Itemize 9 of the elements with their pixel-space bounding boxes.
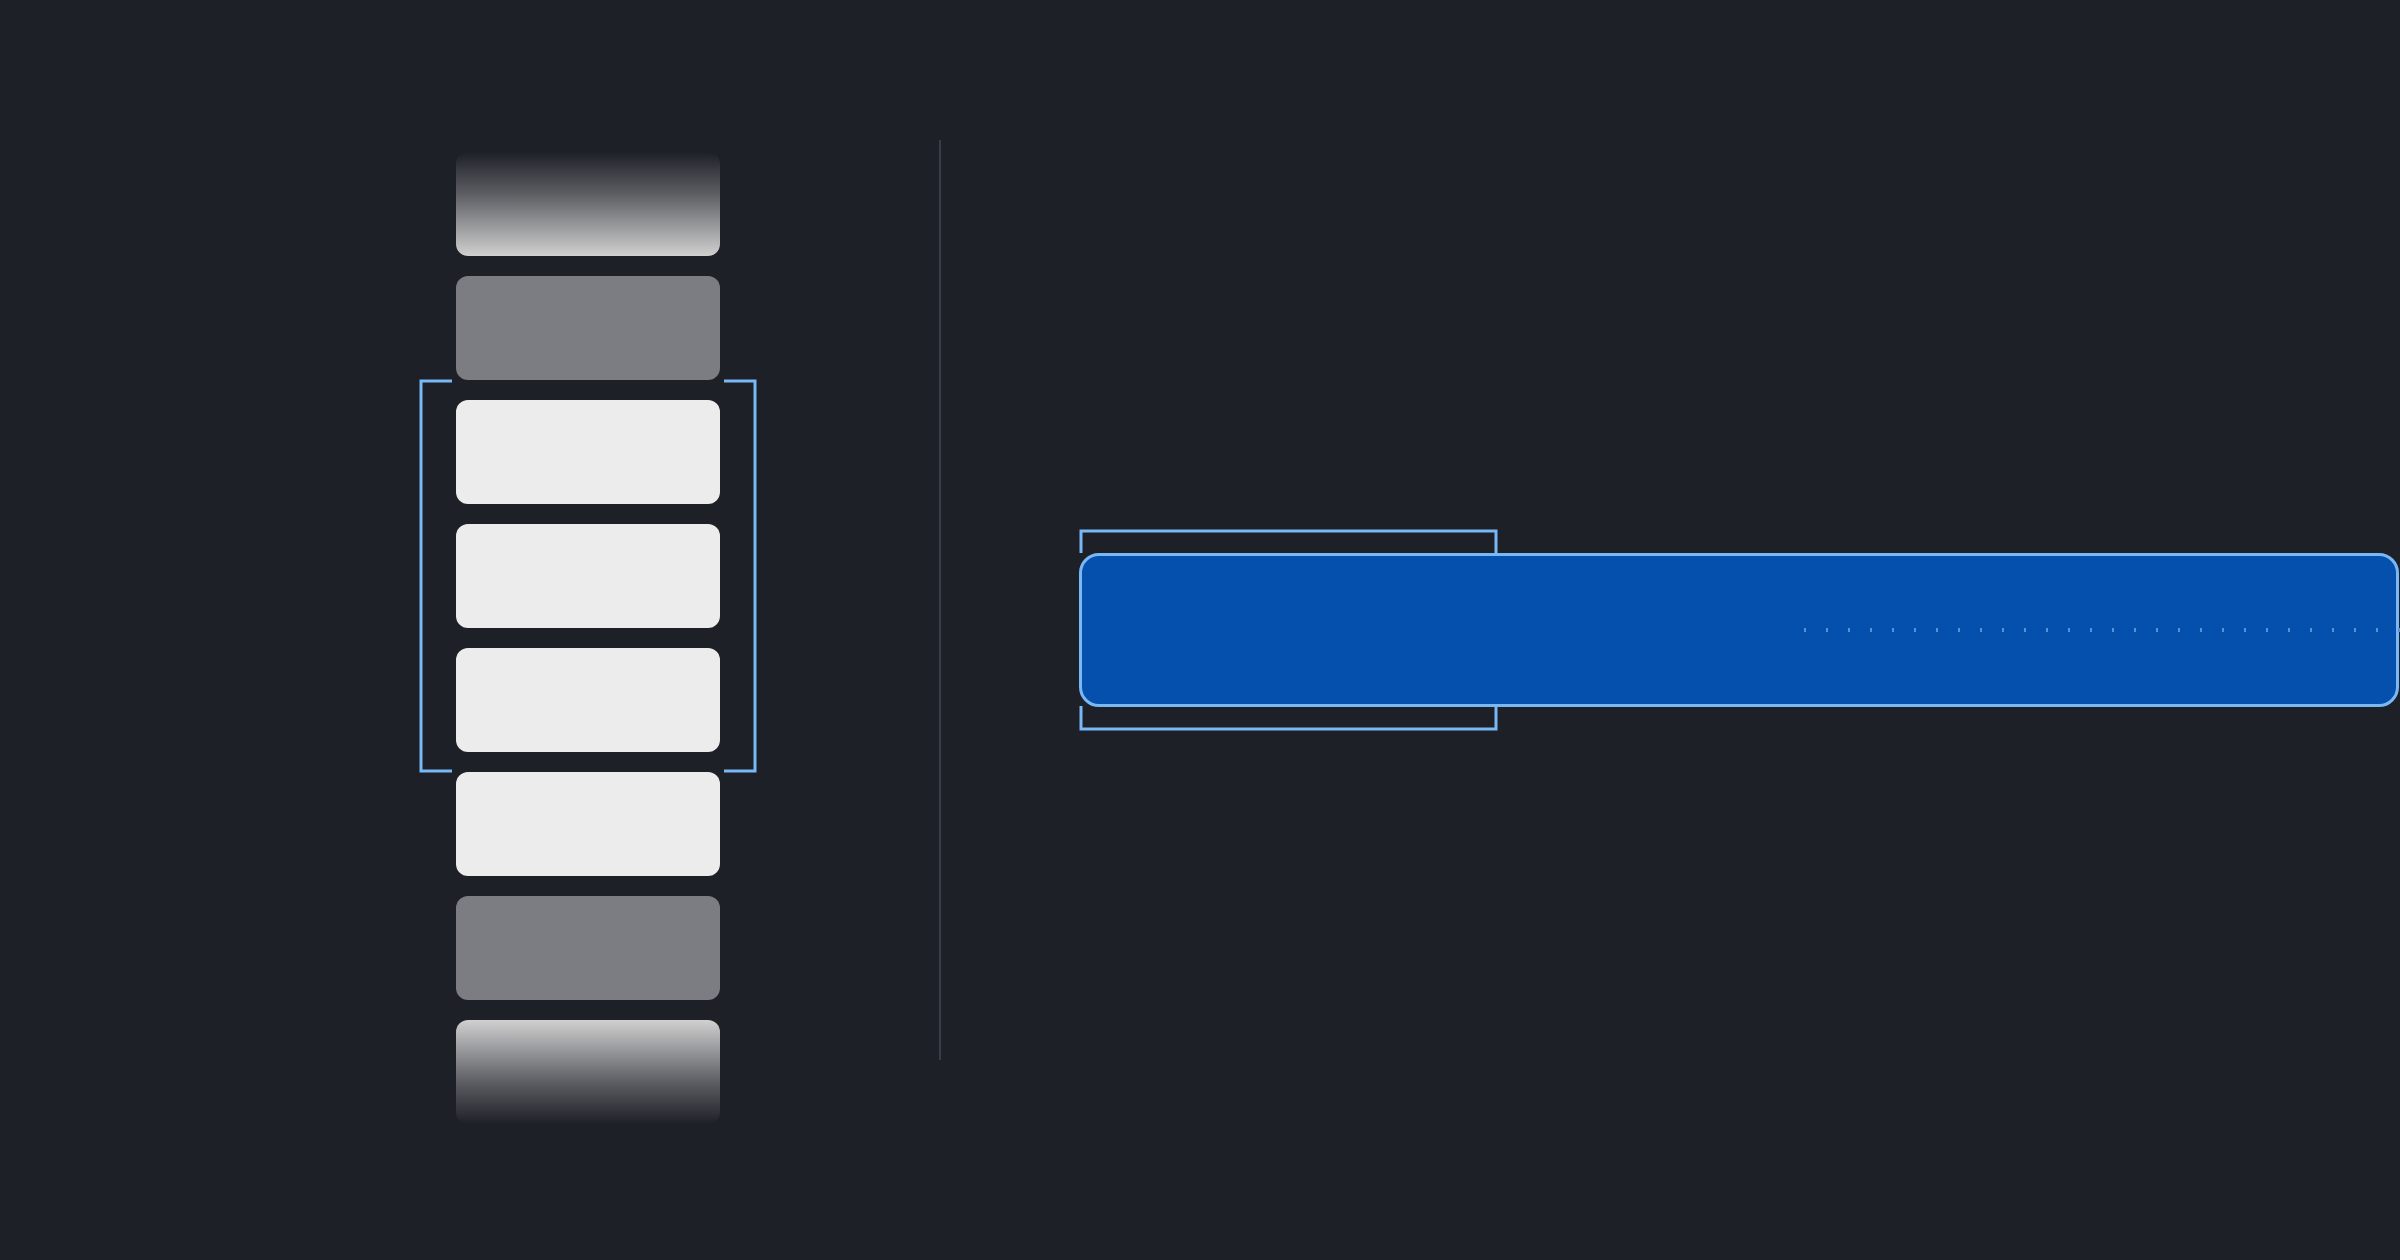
list-item [456,648,720,752]
list-item [456,152,720,256]
list-item [456,400,720,504]
list-item [456,772,720,876]
highlight-bar [1079,553,2399,707]
list-item [456,1020,720,1124]
list-item [456,896,720,1000]
list-item [456,524,720,628]
list-item [456,276,720,380]
